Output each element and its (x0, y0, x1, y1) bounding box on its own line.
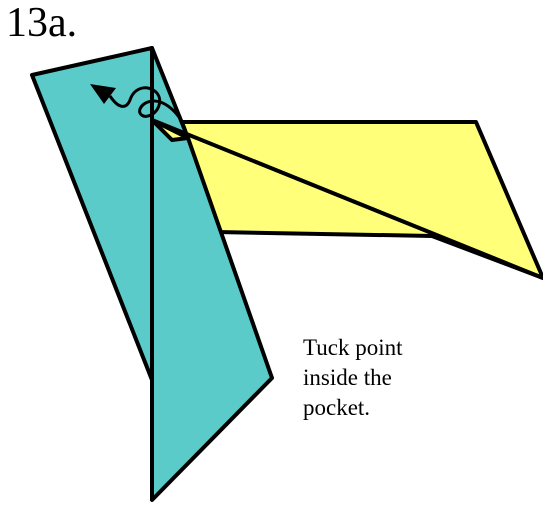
tuck-arrow-icon (90, 84, 188, 133)
diagonal-crease (151, 118, 543, 280)
instruction-line-1: Tuck point (303, 335, 403, 360)
teal-paper-back-flap (30, 46, 154, 382)
step-number: 13a. (6, 0, 78, 46)
teal-paper-front-flap (150, 46, 274, 502)
instruction-line-3: pocket. (303, 395, 371, 420)
instruction-text: Tuck point inside the pocket. (303, 333, 473, 423)
instruction-line-2: inside the (303, 365, 392, 390)
